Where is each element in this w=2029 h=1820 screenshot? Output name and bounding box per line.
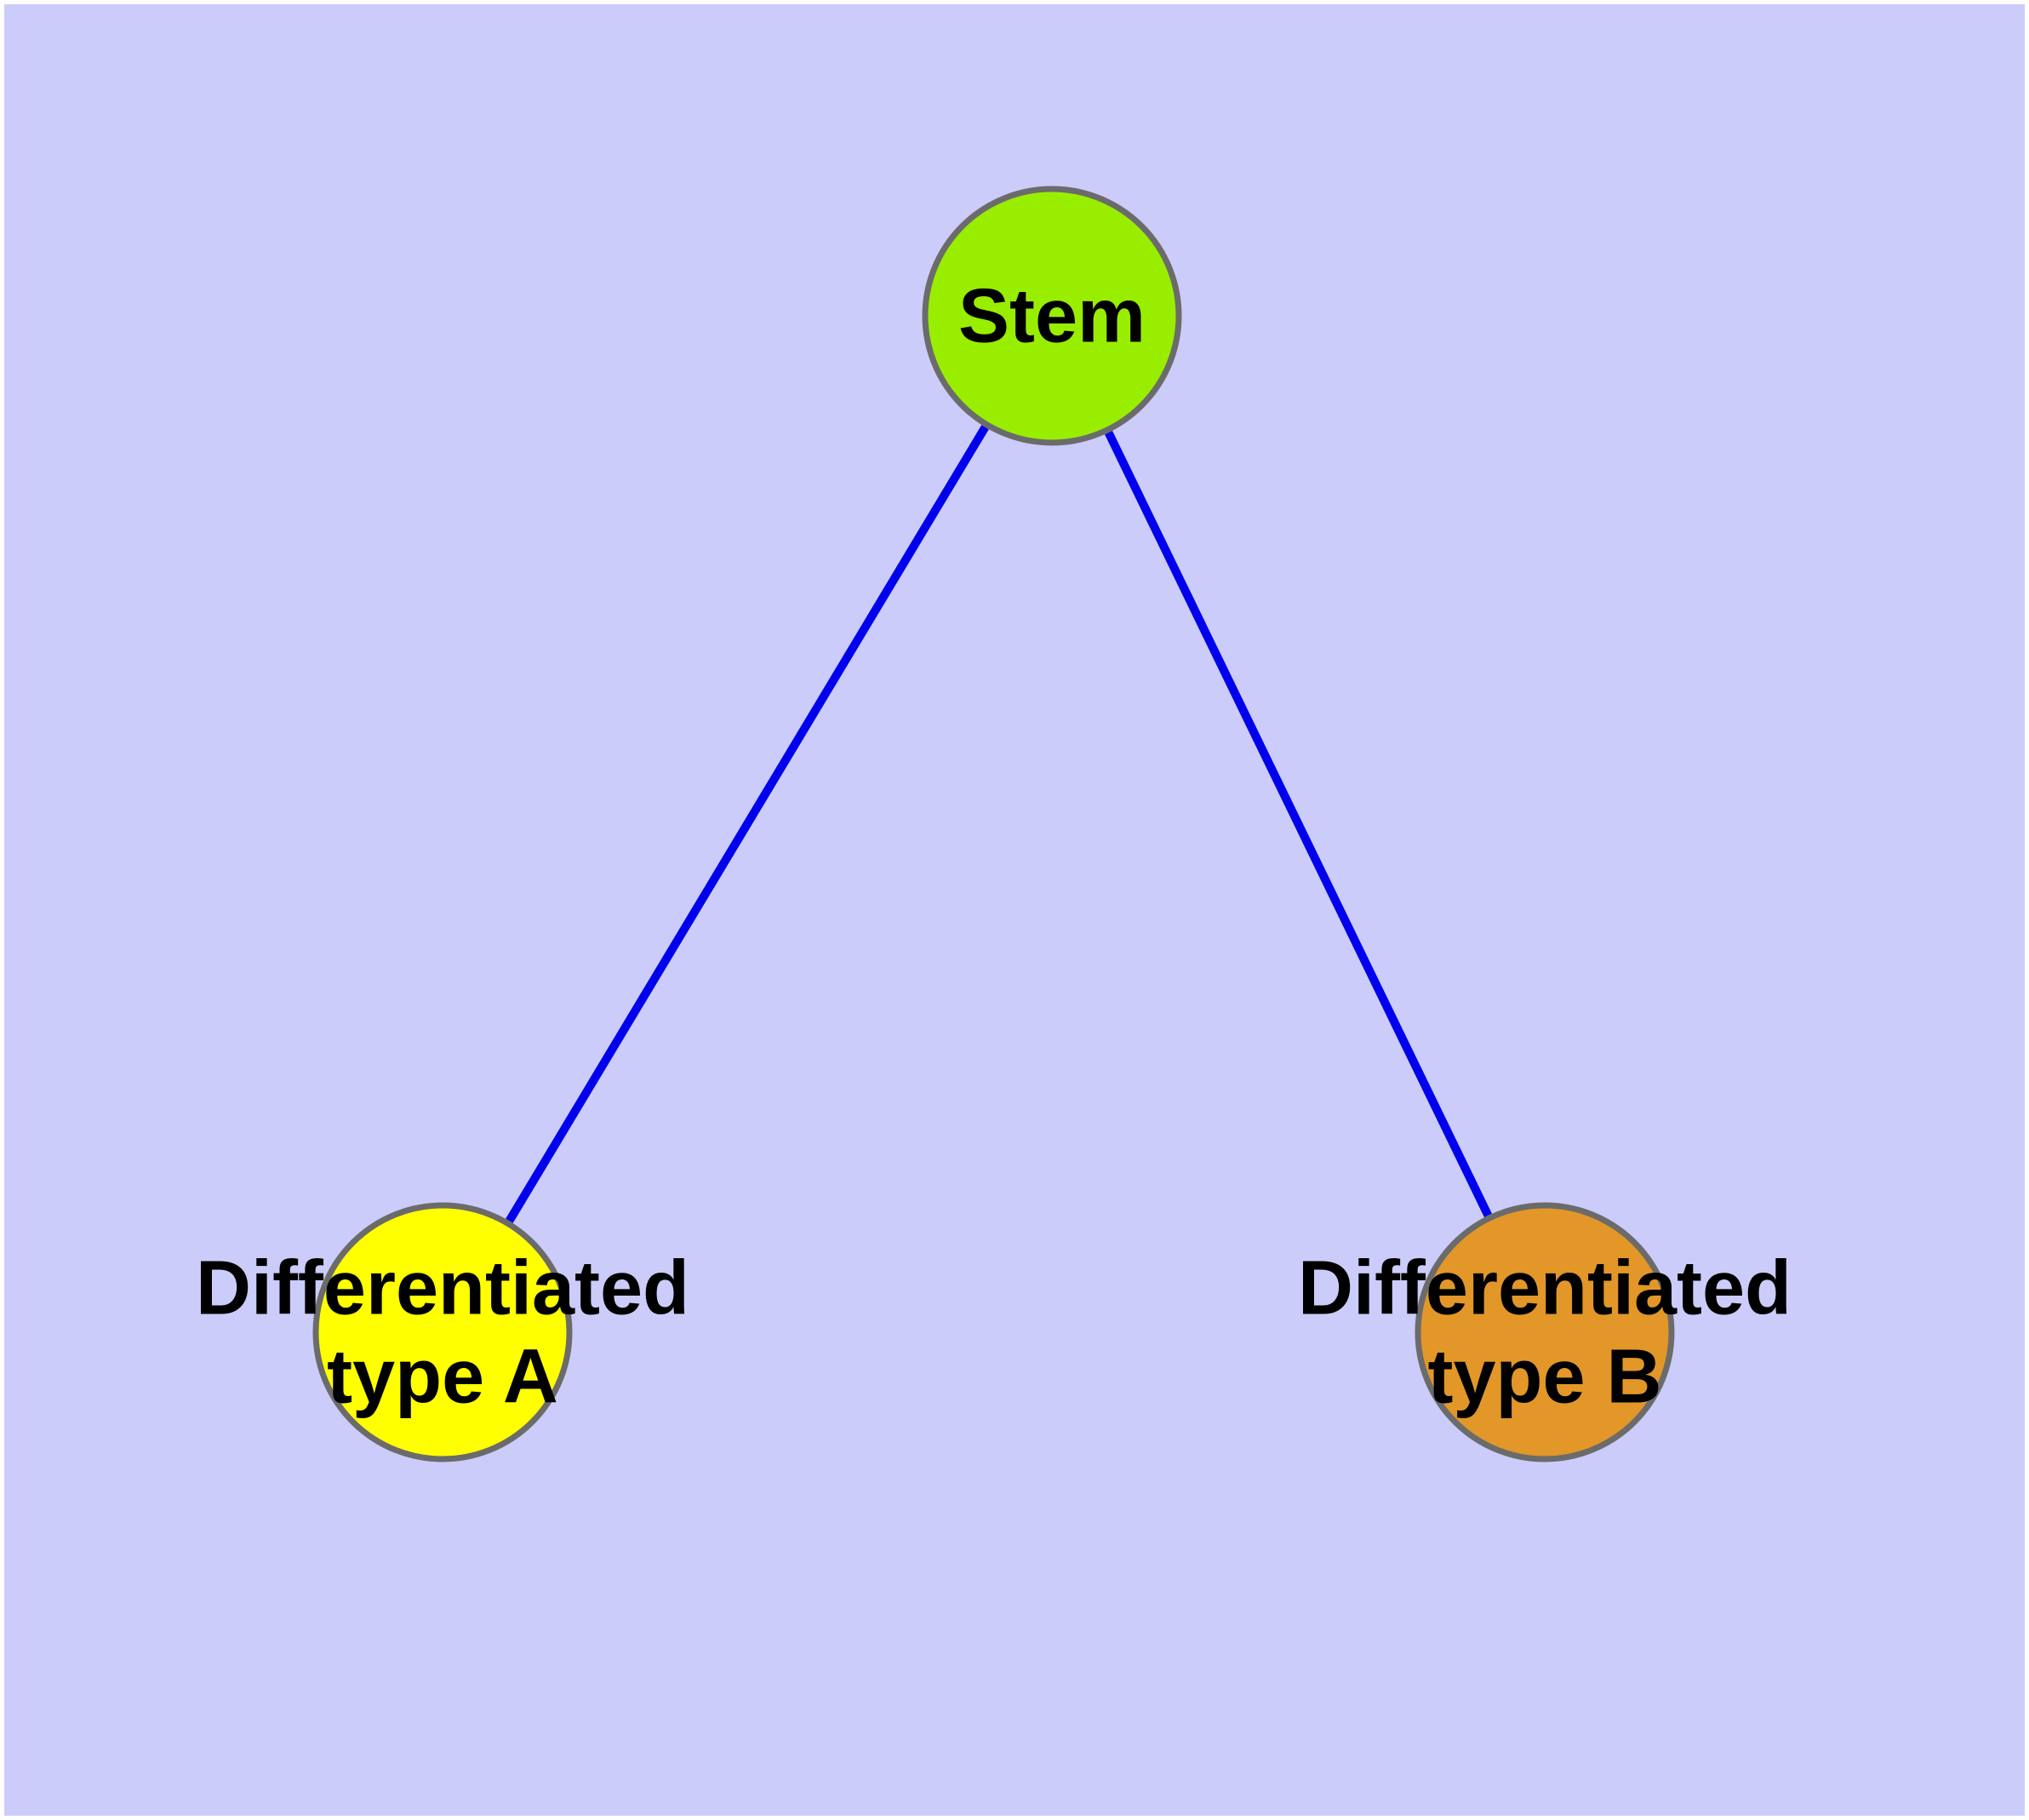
label-line: type A [327,1335,558,1420]
nodes-layer [312,186,1675,1462]
edges-layer [506,425,1492,1223]
label-line: Differentiated [1298,1246,1792,1331]
graph-edge-stem-to-b [1105,431,1492,1217]
graph-node-label-stem: Stem [958,274,1146,359]
graph-node-diff_a[interactable] [312,1202,573,1462]
graph-edge-stem-to-a [506,425,989,1223]
label-line: Stem [958,274,1146,359]
label-line: type B [1427,1335,1661,1420]
label-line: Differentiated [196,1246,689,1331]
graph-node-diff_b[interactable] [1415,1202,1675,1462]
graph-node-stem[interactable] [922,186,1182,446]
